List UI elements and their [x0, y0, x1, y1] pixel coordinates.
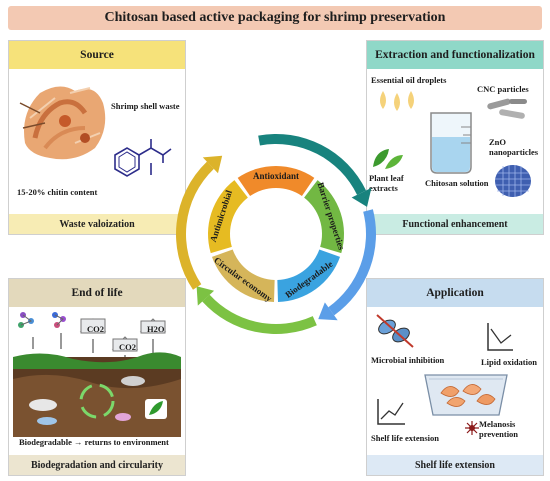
application-header: Application [367, 279, 543, 307]
source-panel: Source Shrimp shell waste 15-20% chitin … [8, 40, 186, 235]
essential-oil-label: Essential oil droplets [371, 75, 447, 85]
co2-label-a: CO2 [87, 324, 104, 334]
lipid-oxidation-label: Lipid oxidation [481, 357, 537, 367]
shrimp-tray-illustration [424, 374, 508, 416]
cycle-arrow-head-3 [196, 286, 215, 306]
soil-illustration [13, 312, 181, 437]
ring-segment-antioxidant [237, 166, 315, 197]
melanosis-label: Melanosis prevention [479, 419, 519, 439]
ring-label-antioxidant: Antioxidant [253, 171, 299, 181]
shelf-life-label: Shelf life extension [371, 433, 439, 443]
shrimp-shell-label: Shrimp shell waste [111, 101, 180, 111]
lipid-oxidation-graph-icon [487, 323, 513, 351]
oil-droplets-icon [380, 91, 414, 111]
plant-leaf-icon [373, 149, 403, 169]
source-footer: Waste valoization [9, 214, 185, 234]
co2-label-b: CO2 [119, 342, 136, 352]
h2o-label: H2O [147, 324, 165, 334]
cnc-particles-icon [487, 98, 527, 119]
cycle-arrow-head-4 [202, 155, 223, 174]
cycle-arrow-body-2 [328, 209, 376, 316]
zno-label: ZnO nanoparticles [489, 137, 539, 157]
ring-segment-barrier-properties [304, 180, 344, 254]
chitosan-solution-label: Chitosan solution [425, 178, 489, 188]
cycle-arrow-body-3 [202, 294, 317, 334]
source-header: Source [9, 41, 185, 69]
cycle-arrow-head-1 [351, 187, 372, 207]
ring-segment-circular-economy [211, 249, 275, 302]
bacteria-icon [376, 314, 414, 348]
page-title: Chitosan based active packaging for shri… [8, 6, 542, 30]
cycle-arrow-head-2 [318, 302, 338, 321]
melanosis-icon [465, 421, 479, 435]
cnc-label: CNC particles [477, 84, 529, 94]
zno-nanoparticles-icon [495, 165, 531, 197]
extraction-panel: Extraction and functionalization Essenti… [366, 40, 544, 235]
cycle-arrow-body-1 [258, 134, 367, 195]
end-of-life-panel: End of life CO2 CO2 H2O Biodegradable → … [8, 278, 186, 476]
shrimp-shell-illustration [19, 86, 106, 160]
microbial-inhibition-label: Microbial inhibition [371, 355, 445, 365]
plant-leaf-label: Plant leaf extracts [369, 173, 404, 193]
application-panel: Application Microbial inhibition Lipid o… [366, 278, 544, 476]
end-of-life-footer: Biodegradation and circularity [9, 455, 185, 475]
beaker-icon [430, 112, 472, 174]
ring-segment-antimicrobial [208, 180, 248, 254]
biodegradable-caption: Biodegradable → returns to environment [19, 437, 169, 447]
chitin-structure-icon [114, 139, 172, 177]
shelf-life-graph-icon [377, 399, 405, 425]
ring-segment-biodegradable [277, 249, 341, 302]
application-footer: Shelf life extension [367, 455, 543, 475]
end-of-life-header: End of life [9, 279, 185, 307]
extraction-header: Extraction and functionalization [367, 41, 543, 69]
cycle-arrow-body-4 [176, 161, 214, 290]
chitin-content-label: 15-20% chitin content [17, 187, 98, 197]
extraction-footer: Functional enhancement [367, 214, 543, 234]
